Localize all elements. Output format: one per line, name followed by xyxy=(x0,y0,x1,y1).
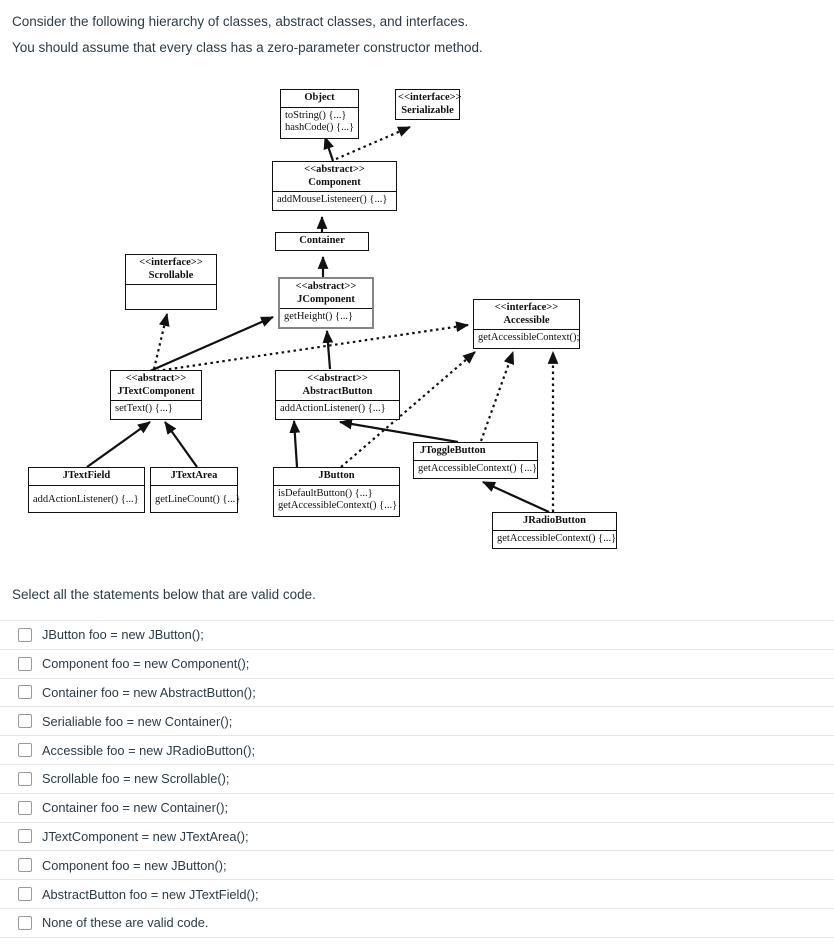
checkbox[interactable] xyxy=(18,714,32,729)
class-abstractbutton: <<abstract>> AbstractButton addActionLis… xyxy=(275,370,400,420)
stereotype-label: <<abstract>> xyxy=(295,281,357,292)
answer-option-label: Container foo = new AbstractButton(); xyxy=(42,684,256,700)
class-jtogglebutton-name: JToggleButton xyxy=(420,445,486,456)
answer-option-row[interactable]: Component foo = new JButton(); xyxy=(0,850,834,879)
class-jtextarea: JTextArea getLineCount() {...} xyxy=(150,467,241,513)
answer-option-label: Serialiable foo = new Container(); xyxy=(42,713,233,729)
class-abstractbutton-method: addActionListener() {...} xyxy=(280,403,386,414)
answer-option-row[interactable]: None of these are valid code. xyxy=(0,907,834,937)
class-jradiobutton-name: JRadioButton xyxy=(522,515,586,526)
checkbox[interactable] xyxy=(18,800,32,815)
class-jradiobutton-method: getAccessibleContext() {...} xyxy=(497,532,617,544)
class-jtextcomponent-method: setText() {...} xyxy=(115,403,173,414)
arrow-jtextcomponent-extends-jcomponent xyxy=(149,315,274,373)
checkbox[interactable] xyxy=(18,656,32,671)
class-object: Object toString() {...} hashCode() {...} xyxy=(280,89,359,139)
answer-option-label: None of these are valid code. xyxy=(42,915,209,931)
class-object-method: toString() {...} xyxy=(285,109,347,121)
answer-option-row[interactable]: Accessible foo = new JRadioButton(); xyxy=(0,735,834,764)
answer-option-row[interactable]: AbstractButton foo = new JTextField(); xyxy=(0,879,834,908)
checkbox[interactable] xyxy=(18,771,32,786)
checkbox[interactable] xyxy=(18,858,32,873)
arrow-jtextarea-extends-jtextcomponent xyxy=(164,421,198,468)
question-prompt: Select all the statements below that are… xyxy=(12,587,316,602)
stereotype-label: <<interface>> xyxy=(398,92,462,103)
checkbox[interactable] xyxy=(18,743,32,758)
answer-option-label: Component foo = new Component(); xyxy=(42,656,250,672)
arrow-jtextcomponent-implements-accessible xyxy=(156,321,470,373)
answer-option-row[interactable]: Container foo = new Container(); xyxy=(0,792,834,822)
checkbox[interactable] xyxy=(18,829,32,844)
interface-scrollable-name: Scrollable xyxy=(148,269,194,281)
class-component-method: addMouseListeneer() {...} xyxy=(277,194,388,205)
class-jtextfield: JTextField addActionListener() {...} xyxy=(28,467,145,513)
interface-accessible-method: getAccessibleContext(); xyxy=(478,332,580,343)
class-component-name: Component xyxy=(308,176,361,188)
class-jtogglebutton: JToggleButton getAccessibleContext() {..… xyxy=(413,442,538,479)
answer-option-label: JButton foo = new JButton(); xyxy=(42,627,204,643)
arrow-jtextfield-extends-jtextcomponent xyxy=(86,421,151,468)
answer-option-label: Container foo = new Container(); xyxy=(42,800,229,816)
class-jbutton-name: JButton xyxy=(318,470,355,481)
checkbox[interactable] xyxy=(18,887,32,902)
checkbox[interactable] xyxy=(18,627,32,642)
arrow-jbutton-extends-abstractbutton xyxy=(289,419,301,468)
class-jcomponent-method: getHeight() {...} xyxy=(284,311,353,322)
class-component: <<abstract>> Component addMouseListeneer… xyxy=(272,161,397,211)
uml-class-diagram: Object toString() {...} hashCode() {...}… xyxy=(0,85,834,565)
stereotype-label: <<abstract>> xyxy=(307,373,368,384)
arrow-jtogglebutton-implements-accessible xyxy=(479,350,515,442)
stereotype-label: <<abstract>> xyxy=(304,164,365,175)
class-jtextarea-method: getLineCount() {...} xyxy=(155,493,241,505)
class-jtextcomponent: <<abstract>> JTextComponent setText() {.… xyxy=(110,370,202,420)
arrow-component-extends-object xyxy=(323,135,335,162)
class-jtogglebutton-method: getAccessibleContext() {...} xyxy=(418,462,538,474)
answer-options-list: JButton foo = new JButton(); Component f… xyxy=(0,620,834,938)
arrow-jtextcomponent-implements-scrollable xyxy=(152,312,170,370)
class-object-name: Object xyxy=(304,92,335,103)
arrow-abstractbutton-extends-jcomponent xyxy=(322,329,334,370)
class-jbutton-method: isDefaultButton() {...} xyxy=(278,487,373,499)
class-jbutton: JButton isDefaultButton() {...} getAcces… xyxy=(273,467,400,517)
class-jtextcomponent-name: JTextComponent xyxy=(117,385,195,397)
answer-option-label: AbstractButton foo = new JTextField(); xyxy=(42,886,259,902)
class-container-name: Container xyxy=(299,235,345,246)
stereotype-label: <<interface>> xyxy=(494,302,559,313)
answer-option-row[interactable]: Serialiable foo = new Container(); xyxy=(0,706,834,735)
arrow-jtogglebutton-extends-abstractbutton xyxy=(338,418,459,444)
class-jcomponent-name: JComponent xyxy=(297,293,355,305)
answer-option-label: JTextComponent = new JTextArea(); xyxy=(42,828,249,844)
stereotype-label: <<interface>> xyxy=(139,257,203,268)
class-jtextarea-name: JTextArea xyxy=(170,470,218,481)
stereotype-label: <<abstract>> xyxy=(125,373,187,384)
class-jradiobutton: JRadioButton getAccessibleContext() {...… xyxy=(492,512,617,549)
interface-serializable: <<interface>> Serializable xyxy=(395,89,462,120)
answer-option-row[interactable]: Container foo = new AbstractButton(); xyxy=(0,677,834,707)
checkbox[interactable] xyxy=(18,915,32,930)
interface-accessible: <<interface>> Accessible getAccessibleCo… xyxy=(473,299,580,349)
answer-option-row[interactable]: JTextComponent = new JTextArea(); xyxy=(0,821,834,851)
intro-line-2: You should assume that every class has a… xyxy=(12,40,483,55)
checkbox[interactable] xyxy=(18,685,32,700)
class-jbutton-method: getAccessibleContext() {...} xyxy=(278,500,398,511)
answer-option-label: Component foo = new JButton(); xyxy=(42,857,227,873)
interface-serializable-name: Serializable xyxy=(401,104,454,116)
interface-accessible-name: Accessible xyxy=(503,314,550,326)
class-object-method: hashCode() {...} xyxy=(285,122,354,133)
intro-line-1: Consider the following hierarchy of clas… xyxy=(12,14,469,29)
answer-option-row[interactable]: JButton foo = new JButton(); xyxy=(0,620,834,649)
answer-option-label: Accessible foo = new JRadioButton(); xyxy=(42,742,256,758)
answer-option-row[interactable]: Component foo = new Component(); xyxy=(0,648,834,678)
answer-option-label: Scrollable foo = new Scrollable(); xyxy=(42,771,230,787)
class-jtextfield-name: JTextField xyxy=(62,470,111,481)
answer-option-row[interactable]: Scrollable foo = new Scrollable(); xyxy=(0,763,834,793)
arrow-jradiobutton-extends-jtogglebutton xyxy=(482,480,550,514)
class-jcomponent: <<abstract>> JComponent getHeight() {...… xyxy=(278,277,374,329)
class-abstractbutton-name: AbstractButton xyxy=(302,385,373,397)
class-jtextfield-method: addActionListener() {...} xyxy=(33,493,139,505)
interface-scrollable: <<interface>> Scrollable xyxy=(125,254,217,310)
class-container: Container xyxy=(275,232,369,251)
